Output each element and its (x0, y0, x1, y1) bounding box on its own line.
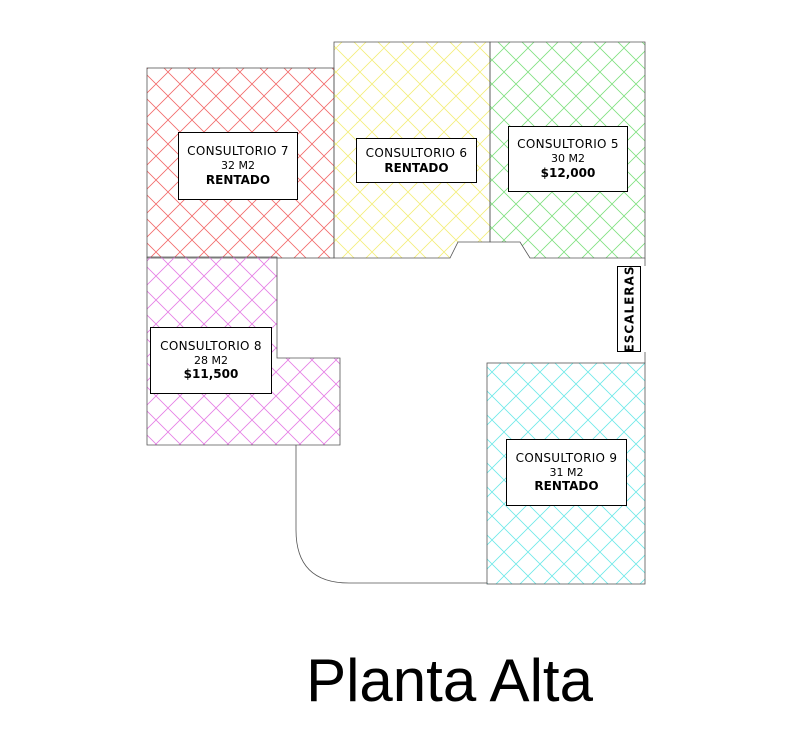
room-name: CONSULTORIO 6 (365, 145, 468, 160)
label-consultorio-8: CONSULTORIO 8 28 M2 $11,500 (150, 327, 272, 394)
room-area: 31 M2 (549, 465, 584, 479)
stairs-label-box: ESCALERAS (617, 266, 641, 352)
room-status: RENTADO (384, 160, 449, 175)
page-title: Planta Alta (306, 647, 593, 714)
label-consultorio-7: CONSULTORIO 7 32 M2 RENTADO (178, 132, 298, 200)
room-price: $11,500 (183, 367, 239, 382)
room-name: CONSULTORIO 9 (515, 450, 618, 465)
room-status: RENTADO (534, 479, 599, 494)
label-consultorio-6: CONSULTORIO 6 RENTADO (356, 138, 477, 183)
stairs-label: ESCALERAS (622, 265, 637, 353)
hall-outline (295, 445, 487, 584)
label-consultorio-5: CONSULTORIO 5 30 M2 $12,000 (508, 126, 628, 192)
room-name: CONSULTORIO 7 (187, 144, 289, 159)
room-area: 28 M2 (194, 353, 228, 367)
room-name: CONSULTORIO 8 (160, 338, 262, 353)
room-status: RENTADO (205, 172, 271, 187)
room-area: 32 M2 (221, 159, 255, 173)
label-consultorio-9: CONSULTORIO 9 31 M2 RENTADO (506, 439, 627, 506)
room-price: $12,000 (540, 165, 596, 180)
room-name: CONSULTORIO 5 (517, 137, 619, 152)
room-area: 30 M2 (551, 152, 585, 166)
